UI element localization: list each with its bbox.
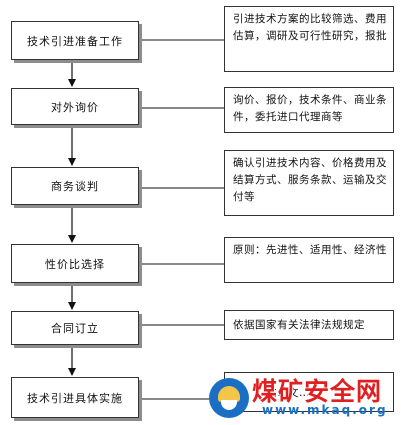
step-contract: 合同订立 [11, 311, 139, 345]
step-selection: 性价比选择 [11, 244, 139, 283]
helmet-icon [218, 386, 240, 402]
step-negotiation: 商务谈判 [11, 167, 139, 205]
note-text: 引进技术方案的比较筛选、费用估算，调研及可行性研究，报批 [233, 13, 387, 42]
watermark-logo-icon [209, 378, 249, 418]
step-label: 性价比选择 [45, 257, 105, 271]
note-contract: 依据国家有关法律法规规定 [224, 310, 394, 340]
note-negotiation: 确认引进技术内容、价格费用及结算方式、服务条款、运输及交付等 [224, 150, 394, 216]
note-inquiry: 询价、报价，技术条件、商业条件，委托进口代理商等 [224, 87, 394, 133]
note-text: 确认引进技术内容、价格费用及结算方式、服务条款、运输及交付等 [233, 157, 387, 203]
note-text: …文…文… [255, 387, 310, 399]
note-text: 询价、报价，技术条件、商业条件，委托进口代理商等 [233, 94, 387, 123]
step-label: 对外询价 [51, 100, 99, 114]
step-label: 技术引进具体实施 [27, 391, 123, 405]
note-text: 原则：先进性、适用性、经济性 [233, 244, 387, 256]
step-label: 合同订立 [51, 322, 99, 335]
step-implementation: 技术引进具体实施 [11, 377, 139, 418]
watermark-url: www.mkaq.org [262, 403, 388, 417]
step-label: 技术引进准备工作 [27, 34, 123, 48]
watermark-title: 煤矿安全网 [252, 377, 383, 406]
note-text: 依据国家有关法律法规规定 [233, 319, 365, 331]
note-preparation: 引进技术方案的比较筛选、费用估算，调研及可行性研究，报批 [224, 6, 394, 72]
face-shape [221, 400, 237, 410]
step-preparation: 技术引进准备工作 [11, 21, 139, 60]
step-label: 商务谈判 [51, 180, 99, 193]
note-implementation: …文…文… [224, 372, 394, 412]
step-inquiry: 对外询价 [11, 88, 139, 125]
note-selection: 原则：先进性、适用性、经济性 [224, 237, 394, 283]
